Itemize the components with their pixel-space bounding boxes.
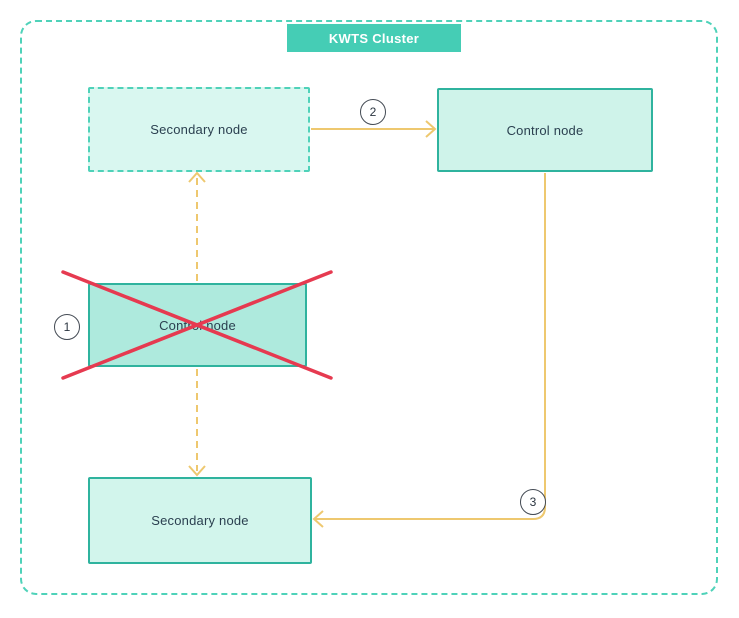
node-control-new-label: Control node [506, 122, 584, 138]
step-badge-1: 1 [54, 314, 80, 340]
step-badge-2-number: 2 [369, 105, 377, 119]
node-secondary-bottom-label: Secondary node [151, 513, 249, 528]
step-badge-1-number: 1 [63, 320, 71, 334]
step-badge-3: 3 [520, 489, 546, 515]
node-control-new: Control node [437, 88, 653, 172]
cluster-boundary [20, 20, 718, 595]
step-badge-3-number: 3 [529, 495, 537, 509]
cluster-title: KWTS Cluster [287, 24, 461, 52]
node-control-failed: Control node [88, 283, 307, 367]
node-secondary-top: Secondary node [88, 87, 310, 172]
node-secondary-bottom: Secondary node [88, 477, 312, 564]
node-control-failed-label: Control node [159, 317, 236, 333]
step-badge-2: 2 [360, 99, 386, 125]
node-secondary-top-label: Secondary node [150, 122, 248, 137]
